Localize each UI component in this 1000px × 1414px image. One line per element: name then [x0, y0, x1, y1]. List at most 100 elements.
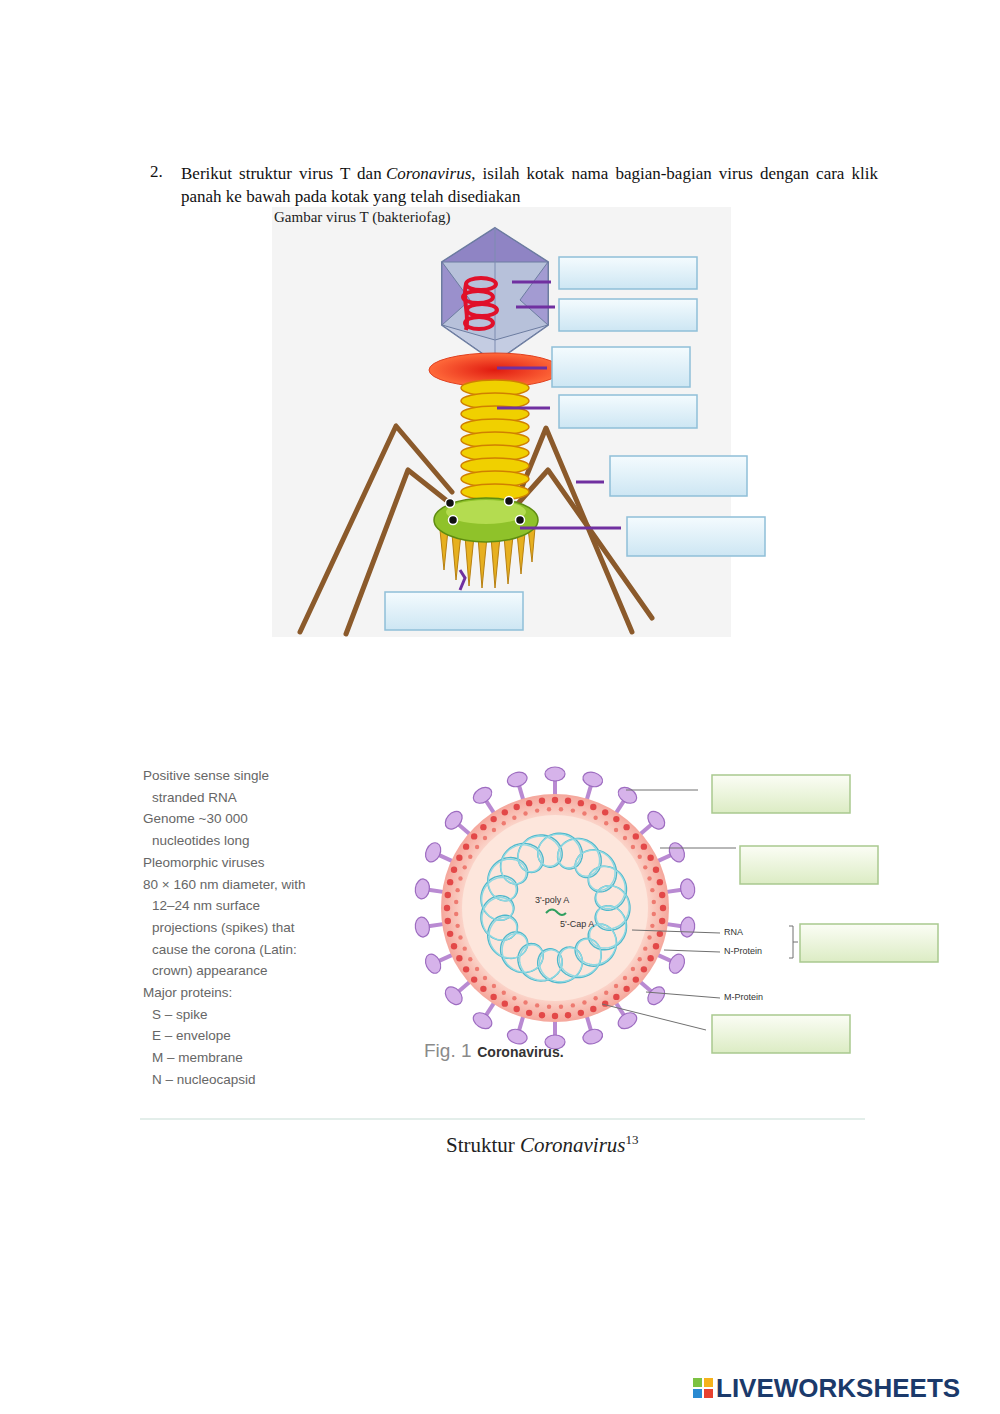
membrane-dot [552, 797, 558, 803]
membrane-dot [647, 935, 651, 939]
tail-spike [491, 537, 500, 588]
answer-box [559, 257, 697, 289]
answer-box [559, 395, 697, 428]
membrane-dot [552, 1013, 558, 1019]
spike-head [506, 770, 529, 789]
logo-icon [704, 1378, 713, 1387]
logo-icon [693, 1378, 702, 1387]
part-label: M-Protein [724, 992, 763, 1002]
membrane-dot [445, 892, 451, 898]
leader-line [576, 481, 604, 484]
membrane-dot [471, 976, 477, 982]
membrane-dot [647, 955, 653, 961]
membrane-dot [526, 1010, 532, 1016]
leader-line [664, 950, 720, 952]
membrane-dot [475, 845, 479, 849]
leader-line [497, 367, 547, 370]
membrane-dot [454, 912, 458, 916]
membrane-dot [565, 798, 571, 804]
leader-line [602, 790, 736, 1030]
phage-dna [463, 278, 497, 330]
membrane-dot [657, 879, 663, 885]
membrane-dot [502, 821, 506, 825]
membrane-dot [633, 976, 639, 982]
spike-head [545, 767, 565, 781]
membrane-dot [604, 991, 608, 995]
answer-box [385, 592, 523, 630]
spike-head [442, 984, 466, 1008]
caption-text: Coronavirus [520, 1133, 625, 1157]
membrane-dot [571, 808, 575, 812]
membrane-dot [492, 984, 496, 988]
spike-head [615, 784, 639, 807]
answer-box [712, 1015, 850, 1053]
citation-number: 13 [626, 1132, 639, 1147]
spike-head [666, 952, 687, 976]
membrane-dot [492, 828, 496, 832]
membrane-dot [652, 912, 656, 916]
phage-head [495, 228, 496, 362]
membrane-dot [490, 994, 496, 1000]
membrane-dot [614, 984, 618, 988]
tail-spike [452, 534, 461, 580]
membrane-dot [539, 798, 545, 804]
membrane-dot [593, 996, 597, 1000]
membrane-dot [631, 845, 635, 849]
spike-head [414, 878, 431, 900]
membrane-dot [604, 821, 608, 825]
membrane-dot [623, 976, 627, 980]
answer-box [712, 775, 850, 813]
membrane-dot [502, 991, 506, 995]
spike-head [644, 984, 668, 1008]
membrane-dot [623, 986, 629, 992]
spike-head [581, 1027, 604, 1046]
membrane-dot [455, 924, 459, 928]
part-label: N-Protein [724, 946, 762, 956]
membrane-dot [451, 867, 457, 873]
membrane-dot [456, 855, 462, 861]
answer-box [552, 347, 690, 387]
membrane-dot [451, 943, 457, 949]
membrane-dot [602, 809, 608, 815]
membrane-dot [463, 966, 469, 972]
phage-panel [272, 207, 731, 637]
figure-caption: StrukturCoronavirus13 [446, 1133, 639, 1158]
membrane-dot [475, 967, 479, 971]
fact-line: Pleomorphic viruses [143, 852, 311, 874]
membrane-protein [444, 797, 666, 1019]
base-plate [516, 516, 525, 525]
membrane-dot [653, 943, 659, 949]
logo-icon [693, 1378, 713, 1398]
fact-line: 80 × 160 nm diameter, with 12–24 nm surf… [143, 874, 311, 983]
membrane-dot [445, 918, 451, 924]
rna-strand [482, 834, 629, 982]
membrane-dot [650, 888, 654, 892]
rna-strand [481, 833, 630, 983]
base-plate [505, 497, 514, 506]
base-plate [449, 516, 458, 525]
membrane-dot [468, 957, 472, 961]
membrane-dot [483, 836, 487, 840]
leader-line [460, 570, 465, 590]
membrane-dot [660, 905, 666, 911]
figure-name: Coronavirus. [477, 1044, 563, 1060]
phage-dna [466, 278, 496, 290]
membrane-dot [455, 888, 459, 892]
membrane-dot [631, 967, 635, 971]
capsid-interior [462, 815, 648, 1001]
membrane-dot [565, 1012, 571, 1018]
spike-head [414, 916, 431, 938]
membrane-dot [447, 879, 453, 885]
answer-box [740, 846, 878, 884]
phage-head [520, 262, 548, 325]
membrane-dot [643, 946, 647, 950]
membrane-dot [490, 816, 496, 822]
membrane-dot [647, 876, 651, 880]
membrane-dot [633, 833, 639, 839]
membrane-dot [512, 816, 516, 820]
leader-line [516, 306, 555, 309]
fact-list: Positive sense single stranded RNAGenome… [143, 765, 311, 1091]
membrane-dot [444, 905, 450, 911]
membrane-dot [480, 986, 486, 992]
